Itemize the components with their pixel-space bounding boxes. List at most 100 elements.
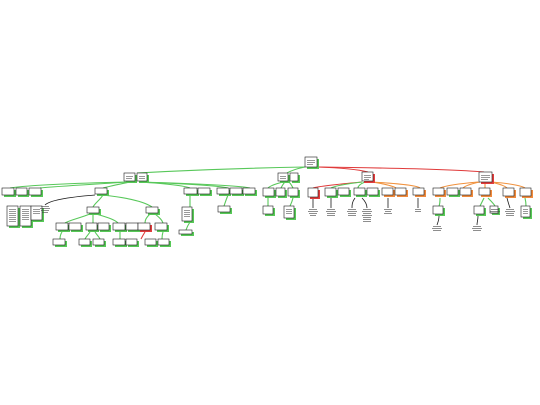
- node-col-tall[interactable]: [181, 206, 194, 223]
- connector-sub-5: [154, 213, 164, 224]
- node-l1-right-b[interactable]: [478, 171, 494, 184]
- connector-right-5: [371, 181, 421, 189]
- node-r3-1[interactable]: [432, 205, 445, 216]
- node-c3-1[interactable]: [262, 205, 275, 216]
- label-r6: [415, 209, 421, 212]
- node-l4-5[interactable]: [112, 222, 127, 232]
- node-l5-1[interactable]: [52, 238, 67, 247]
- node-l5-7[interactable]: [157, 238, 171, 247]
- connectors-right: [312, 181, 527, 226]
- node-l4-4[interactable]: [97, 222, 111, 232]
- node-l5-3[interactable]: [92, 238, 106, 247]
- node-l2-6[interactable]: [197, 187, 212, 196]
- label-r2: [326, 209, 336, 216]
- node-l1-center-b[interactable]: [289, 172, 300, 183]
- node-c2-3[interactable]: [287, 187, 300, 198]
- node-c3-2[interactable]: [283, 205, 296, 220]
- node-r2-10[interactable]: [446, 187, 460, 197]
- node-l2-1[interactable]: [1, 187, 16, 197]
- connector-green-r13: [524, 197, 527, 207]
- node-l3-a[interactable]: [86, 206, 101, 215]
- node-l5-5[interactable]: [125, 238, 139, 247]
- node-r2-7[interactable]: [394, 187, 408, 197]
- node-r2-13[interactable]: [502, 187, 516, 198]
- connector-mid-right: [102, 194, 153, 208]
- node-r2-9[interactable]: [432, 187, 446, 197]
- node-col-mid[interactable]: [217, 205, 232, 214]
- connector-right-6: [439, 181, 479, 189]
- node-r2-6[interactable]: [381, 187, 395, 197]
- node-l1-left-a[interactable]: [123, 172, 137, 183]
- node-l2-3[interactable]: [28, 187, 43, 197]
- node-l2-7[interactable]: [216, 187, 231, 196]
- connector-green-r10: [487, 197, 496, 207]
- connector-root-left-main: [136, 166, 306, 174]
- node-l1-left-b[interactable]: [136, 172, 149, 183]
- connector-black-r4: [361, 197, 368, 209]
- label-r8: [472, 226, 482, 231]
- text-labels: [40, 206, 515, 231]
- connector-sub-10: [140, 231, 146, 240]
- node-l2-5[interactable]: [183, 187, 199, 196]
- node-l4-3[interactable]: [85, 222, 99, 232]
- node-l3-tall-1[interactable]: [6, 205, 20, 228]
- connector-right-10: [491, 181, 526, 189]
- label-r3: [347, 209, 357, 216]
- node-r2-2[interactable]: [324, 187, 338, 198]
- node-l5-6[interactable]: [144, 238, 158, 247]
- connector-sub-4: [144, 213, 151, 224]
- node-l5-4[interactable]: [112, 238, 127, 247]
- connector-black-r12: [506, 197, 511, 209]
- node-r3-4[interactable]: [520, 205, 532, 219]
- node-c2-2[interactable]: [275, 187, 287, 198]
- node-l1-right-a[interactable]: [361, 171, 375, 183]
- node-root[interactable]: [304, 156, 319, 169]
- node-r3-2[interactable]: [473, 205, 486, 216]
- connector-black-r8: [436, 215, 440, 226]
- connector-root-center: [286, 166, 306, 174]
- connector-green-r9: [479, 197, 485, 207]
- connector-left-1: [9, 181, 129, 189]
- connector-right-2: [330, 181, 363, 189]
- connector-root-right-2: [317, 166, 485, 173]
- node-l3-b[interactable]: [145, 206, 160, 215]
- label-r7: [432, 226, 442, 231]
- node-r2-5[interactable]: [366, 187, 380, 197]
- label-r1: [308, 209, 318, 216]
- node-l5-2[interactable]: [78, 238, 92, 247]
- connector-left-6: [139, 181, 251, 189]
- node-r2-3[interactable]: [337, 187, 351, 197]
- connector-sub-1: [64, 213, 91, 224]
- node-l4-7[interactable]: [137, 222, 152, 232]
- node-l4-8[interactable]: [154, 222, 169, 232]
- node-r2-11[interactable]: [459, 187, 473, 197]
- node-l2-4[interactable]: [94, 187, 109, 196]
- connector-col-2: [185, 221, 191, 231]
- label-r10: [505, 209, 515, 216]
- label-r5: [384, 209, 392, 214]
- node-l2-8[interactable]: [229, 187, 244, 196]
- connector-sub-6: [59, 231, 63, 240]
- node-l4-2[interactable]: [68, 222, 83, 232]
- connector-black-r11: [476, 215, 479, 226]
- node-l2-2[interactable]: [15, 187, 29, 197]
- node-r2-4[interactable]: [353, 187, 367, 197]
- node-col-foot[interactable]: [178, 229, 194, 236]
- connector-black-left: [44, 194, 96, 206]
- node-l4-1[interactable]: [55, 222, 70, 232]
- node-l2-9[interactable]: [242, 187, 257, 196]
- connector-center-5: [289, 197, 294, 207]
- connector-sub-3: [95, 213, 119, 224]
- node-r2-8[interactable]: [412, 187, 426, 197]
- node-r2-14[interactable]: [519, 187, 533, 198]
- label-r9: [490, 209, 500, 214]
- node-c2-1[interactable]: [262, 187, 276, 198]
- connector-right-3: [357, 181, 366, 189]
- node-r3-3[interactable]: [489, 205, 500, 215]
- node-l1-center-a[interactable]: [277, 172, 290, 183]
- connector-mid-down: [92, 194, 104, 208]
- node-r2-12[interactable]: [478, 187, 492, 197]
- node-r2-1[interactable]: [307, 187, 320, 199]
